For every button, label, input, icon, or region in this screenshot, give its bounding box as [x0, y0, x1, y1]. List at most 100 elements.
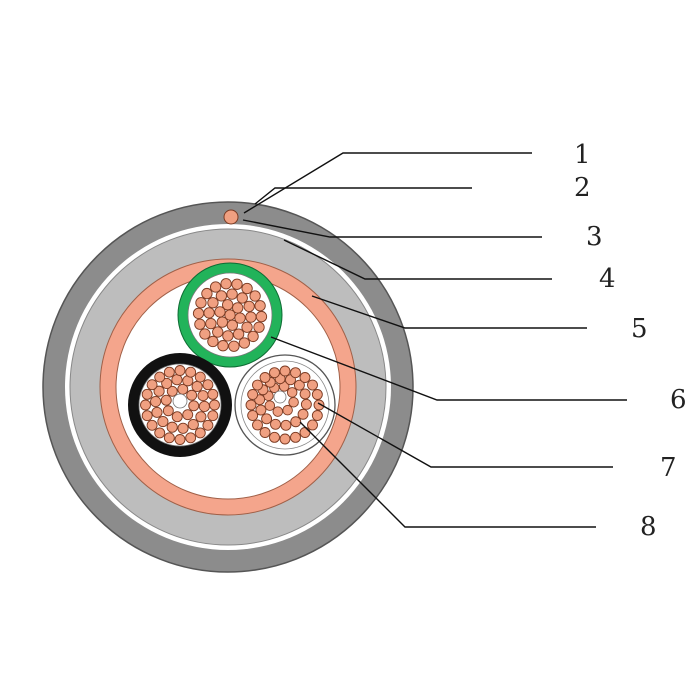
- copper-strand: [187, 419, 199, 431]
- copper-strand: [236, 292, 248, 304]
- copper-strand: [153, 385, 165, 397]
- leader-line-5: [311, 295, 587, 329]
- copper-strand: [186, 389, 198, 401]
- copper-strand: [146, 419, 158, 431]
- callout-label-4: 4: [599, 264, 616, 294]
- copper-strand: [140, 399, 151, 411]
- copper-strand: [279, 433, 291, 445]
- copper-strand: [222, 330, 234, 342]
- copper-strand: [207, 388, 219, 400]
- leader-line-4: [283, 239, 552, 280]
- copper-strand: [264, 400, 276, 411]
- black-conductor: [128, 353, 232, 457]
- copper-strand: [259, 372, 271, 383]
- copper-strand: [161, 377, 173, 389]
- copper-strand: [252, 419, 263, 431]
- copper-strand: [185, 432, 197, 444]
- copper-strand: [203, 307, 215, 319]
- callout-label-1: 1: [574, 140, 591, 170]
- copper-strand: [252, 379, 263, 391]
- copper-strand: [197, 390, 209, 402]
- copper-strand: [202, 419, 214, 431]
- black-center-filler: [172, 393, 188, 409]
- white-conductor: [234, 354, 336, 456]
- copper-strand: [313, 399, 325, 411]
- white-strand-bundle: [245, 365, 325, 445]
- copper-strand: [226, 288, 238, 300]
- copper-strand: [171, 374, 183, 386]
- copper-strand: [232, 302, 244, 314]
- green-conductor: [177, 262, 283, 368]
- copper-strand: [222, 299, 234, 311]
- copper-strand: [299, 427, 311, 438]
- copper-strand: [288, 396, 299, 408]
- copper-strand: [255, 310, 268, 323]
- copper-strand: [198, 400, 210, 413]
- copper-strand: [272, 406, 284, 417]
- leader-line-6: [270, 336, 627, 401]
- copper-strand: [141, 388, 153, 400]
- copper-strand: [217, 340, 229, 352]
- copper-strand: [195, 411, 207, 423]
- callout-label-3: 3: [586, 222, 603, 252]
- copper-strand: [261, 413, 273, 425]
- copper-strand: [154, 371, 166, 383]
- copper-strand: [207, 335, 219, 348]
- callout-label-2: 2: [574, 173, 591, 203]
- copper-strand: [228, 340, 240, 352]
- copper-strand: [286, 387, 298, 398]
- copper-strand: [297, 408, 309, 420]
- copper-strand: [150, 395, 162, 408]
- copper-strand: [255, 404, 267, 416]
- copper-strand: [194, 318, 206, 330]
- white-center-filler: [273, 390, 287, 404]
- copper-strand: [311, 410, 323, 421]
- copper-strand: [247, 410, 259, 421]
- copper-strand: [151, 406, 163, 418]
- copper-strand: [282, 404, 293, 416]
- copper-strand: [163, 432, 175, 444]
- copper-strand: [207, 410, 219, 422]
- copper-strand: [174, 365, 186, 376]
- copper-strand: [226, 319, 238, 331]
- copper-strand: [232, 328, 245, 340]
- copper-strand: [253, 321, 265, 333]
- copper-strand: [162, 405, 174, 417]
- copper-strand: [220, 278, 232, 290]
- black-strand-bundle: [140, 365, 220, 445]
- copper-strand: [171, 411, 183, 423]
- leader-line-7: [317, 402, 613, 468]
- copper-strand: [141, 410, 153, 422]
- copper-strand: [214, 306, 226, 318]
- copper-strand: [146, 379, 158, 391]
- callout-label-7: 7: [660, 453, 677, 483]
- copper-strand: [188, 400, 200, 412]
- copper-strand: [280, 419, 292, 431]
- white-inner-bedding: [240, 360, 330, 450]
- copper-strand: [209, 399, 220, 411]
- copper-strand: [254, 300, 266, 312]
- copper-strand: [270, 418, 281, 430]
- copper-strand: [245, 399, 257, 411]
- callout-label-5: 5: [631, 314, 648, 344]
- copper-strand: [249, 290, 261, 302]
- copper-strand: [195, 297, 207, 309]
- copper-strand: [299, 372, 311, 383]
- copper-strand: [290, 431, 301, 443]
- copper-strand: [192, 307, 205, 320]
- copper-strand: [177, 422, 189, 434]
- copper-strand: [307, 419, 318, 431]
- copper-strand: [215, 290, 228, 302]
- drain-wire: [223, 209, 239, 225]
- copper-strand: [199, 328, 211, 340]
- copper-strand: [293, 379, 305, 391]
- leader-line-3: [242, 219, 542, 238]
- copper-strand: [194, 371, 206, 383]
- copper-strand: [231, 278, 243, 290]
- copper-strand: [191, 380, 203, 393]
- copper-strand: [307, 379, 318, 391]
- leader-line-1: [243, 152, 532, 214]
- copper-strand: [201, 287, 213, 300]
